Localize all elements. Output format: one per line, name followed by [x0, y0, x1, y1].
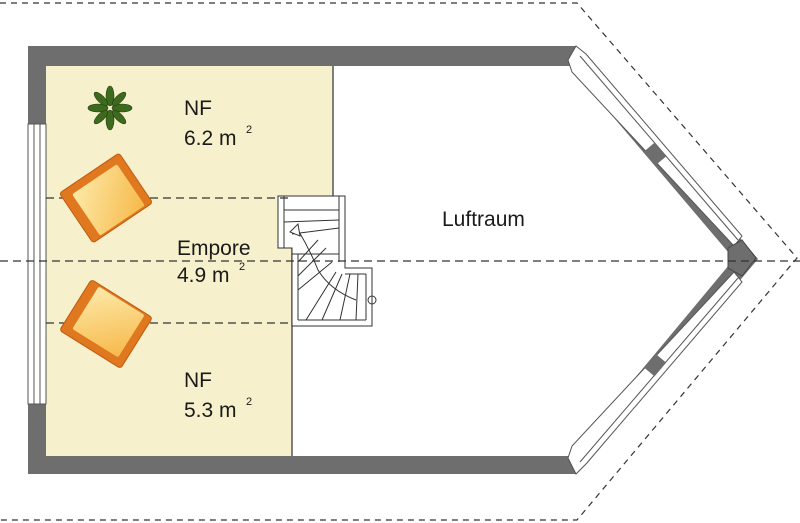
armchair-lower [60, 280, 152, 368]
plant-icon [87, 85, 133, 131]
area-unit-sup: 2 [246, 396, 252, 408]
room-area: 5.3 m [184, 399, 237, 422]
gable-post [727, 239, 757, 277]
room-name: Empore [177, 237, 251, 260]
upper-right-window [567, 45, 743, 247]
room-area: 4.9 m [177, 264, 230, 287]
room-name: NF [184, 97, 212, 120]
room-label-nf-top: NF 6.2 m 2 [184, 97, 252, 150]
left-window [27, 123, 47, 405]
area-unit-sup: 2 [246, 124, 252, 136]
room-label-luftraum: Luftraum [442, 208, 525, 231]
armchair-upper [60, 153, 152, 243]
room-name: NF [184, 369, 212, 392]
room-label-nf-bottom: NF 5.3 m 2 [184, 369, 252, 422]
area-unit-sup: 2 [239, 261, 245, 273]
lower-right-window [567, 271, 743, 475]
room-label-empore: Empore 4.9 m 2 [177, 237, 251, 287]
room-area: 6.2 m [184, 127, 237, 150]
